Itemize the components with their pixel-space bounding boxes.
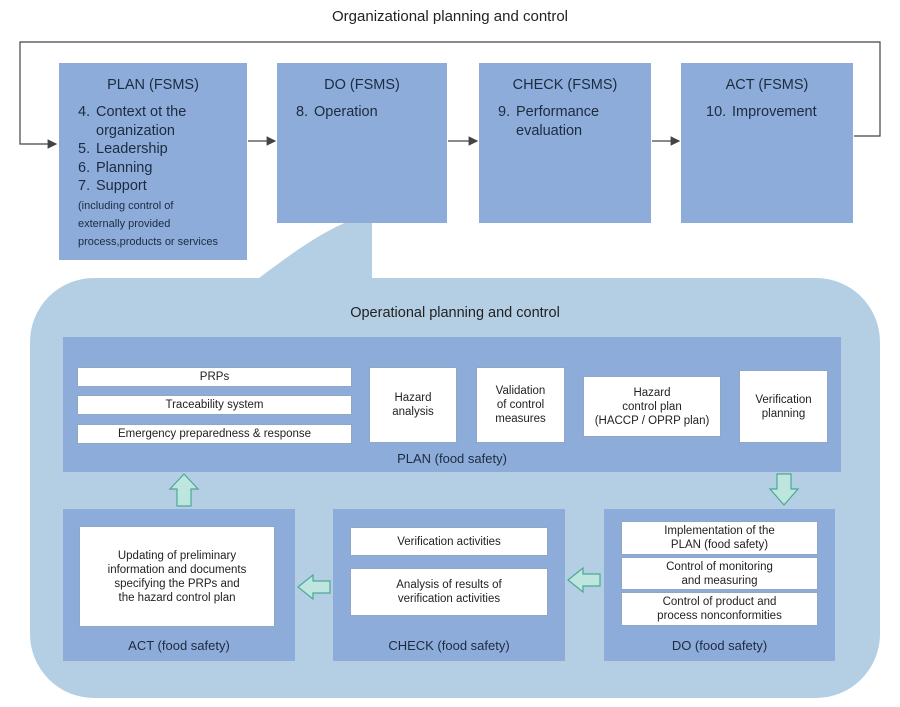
do-item-8: 8.Operation: [296, 104, 378, 120]
plan-support-note: (including control of externally provide…: [78, 199, 218, 248]
arrow-left-icon: [567, 566, 601, 594]
hazard-analysis-box: Hazard analysis: [369, 367, 457, 443]
emergency-box: Emergency preparedness & response: [77, 424, 352, 444]
check-fsms-title: CHECK (FSMS): [512, 77, 618, 93]
monitoring-box: Control of monitoring and measuring: [621, 557, 818, 590]
do-fsms-items: 8.Operation: [296, 103, 439, 122]
analysis-results-box: Analysis of results of verification acti…: [350, 568, 548, 616]
nonconformities-box: Control of product and process nonconfor…: [621, 592, 818, 626]
updating-box: Updating of preliminary information and …: [79, 526, 275, 627]
do-fsms-title: DO (FSMS): [324, 77, 400, 93]
arrow-down-icon: [768, 473, 800, 506]
prps-box: PRPs: [77, 367, 352, 387]
act-food-safety-caption: ACT (food safety): [128, 638, 230, 653]
hazard-control-plan-box: Hazard control plan (HACCP / OPRP plan): [583, 376, 721, 437]
validation-box: Validation of control measures: [476, 367, 565, 443]
act-fsms-box: ACT (FSMS) 10.Improvement: [681, 63, 853, 223]
verification-planning-box: Verification planning: [739, 370, 828, 443]
do-fsms-box: DO (FSMS) 8.Operation: [277, 63, 447, 223]
implementation-box: Implementation of the PLAN (food safety): [621, 521, 818, 555]
operational-title: Operational planning and control: [350, 305, 560, 321]
act-fsms-title: ACT (FSMS): [725, 77, 809, 93]
plan-item-7: 7.Support: [78, 178, 147, 194]
plan-item-5: 5.Leadership: [78, 141, 168, 157]
traceability-box: Traceability system: [77, 395, 352, 415]
diagram-title: Organizational planning and control: [332, 8, 568, 25]
act-item-10: 10.Improvement: [706, 104, 817, 120]
check-food-safety-caption: CHECK (food safety): [388, 638, 510, 653]
plan-food-safety-caption: PLAN (food safety): [397, 451, 507, 466]
arrow-left-icon: [297, 573, 331, 601]
plan-item-6: 6.Planning: [78, 159, 153, 176]
do-food-safety-caption: DO (food safety): [671, 638, 768, 653]
arrow-up-icon: [168, 473, 200, 507]
act-fsms-items: 10.Improvement: [706, 103, 845, 122]
verification-activities-box: Verification activities: [350, 527, 548, 556]
plan-fsms-title: PLAN (FSMS): [107, 77, 199, 93]
